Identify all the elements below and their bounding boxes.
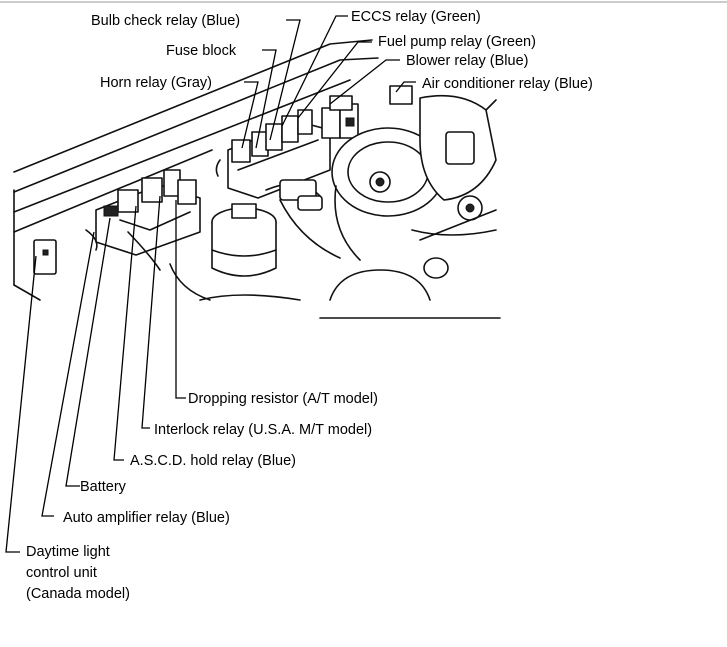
label-blower-relay: Blower relay (Blue) — [406, 53, 529, 69]
label-daytime-light-line2: control unit — [26, 565, 97, 581]
label-interlock-relay: Interlock relay (U.S.A. M/T model) — [154, 422, 372, 438]
label-bulb-check-relay: Bulb check relay (Blue) — [91, 13, 240, 29]
label-auto-amplifier-relay: Auto amplifier relay (Blue) — [63, 510, 230, 526]
label-ascd-hold-relay: A.S.C.D. hold relay (Blue) — [130, 453, 296, 469]
labels: Bulb check relay (Blue) ECCS relay (Gree… — [26, 9, 593, 602]
engine-bay-illustration — [13, 39, 501, 319]
label-dropping-resistor: Dropping resistor (A/T model) — [188, 391, 378, 407]
label-daytime-light-line1: Daytime light — [26, 544, 110, 560]
label-fuel-pump-relay: Fuel pump relay (Green) — [378, 34, 536, 50]
label-horn-relay: Horn relay (Gray) — [100, 75, 212, 91]
leader-lines — [5, 15, 416, 553]
label-battery: Battery — [80, 479, 127, 495]
label-daytime-light-line3: (Canada model) — [26, 586, 130, 602]
label-eccs-relay: ECCS relay (Green) — [351, 9, 481, 25]
label-fuse-block: Fuse block — [166, 43, 237, 59]
label-air-conditioner-relay: Air conditioner relay (Blue) — [422, 76, 593, 92]
